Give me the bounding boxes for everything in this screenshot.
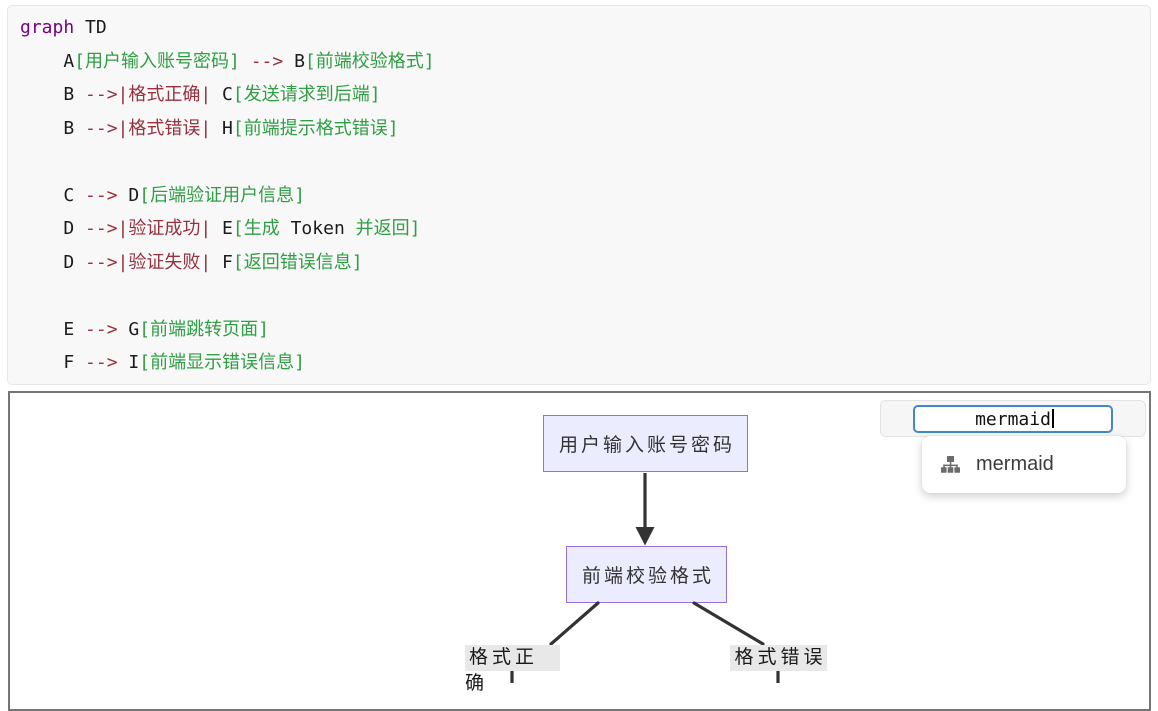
edge-label-format-ok: 格式正确 [465, 645, 560, 694]
flowchart-node-b: 前端校验格式 [566, 546, 727, 603]
language-suggestion-dropdown: mermaid [922, 436, 1126, 493]
language-input[interactable] [913, 405, 1113, 433]
code-line [20, 279, 1150, 313]
diagram-preview-content: 用户输入账号密码 前端校验格式 格式正确 格式错误 [10, 393, 1149, 709]
code-line: B -->|格式错误| H[前端提示格式错误] [20, 117, 399, 139]
code-line: graph TD [20, 17, 107, 38]
code-editor[interactable]: graph TD A[用户输入账号密码] --> B[前端校验格式] B -->… [7, 5, 1151, 385]
code-line [20, 145, 1150, 179]
code-line: A[用户输入账号密码] --> B[前端校验格式] [20, 50, 435, 72]
language-input-wrap [913, 405, 1113, 433]
code-editor-content: graph TD A[用户输入账号密码] --> B[前端校验格式] B -->… [8, 6, 1150, 380]
code-line: C --> D[后端验证用户信息] [20, 184, 305, 206]
suggestion-label: mermaid [976, 453, 1054, 475]
code-line: D -->|验证成功| E[生成 Token 并返回] [20, 218, 421, 239]
arrowhead-icon [635, 527, 655, 546]
sitemap-icon [941, 456, 960, 473]
code-line: F --> I[前端显示错误信息] [20, 352, 305, 373]
text-cursor [1052, 409, 1054, 428]
code-line: B -->|格式正确| C[发送请求到后端] [20, 84, 381, 105]
code-line: D -->|验证失败| F[返回错误信息] [20, 251, 363, 273]
edge-label-format-error: 格式错误 [730, 645, 827, 671]
flowchart-node-a: 用户输入账号密码 [543, 415, 748, 472]
code-line: E --> G[前端跳转页面] [20, 318, 269, 340]
diagram-preview-panel: 用户输入账号密码 前端校验格式 格式正确 格式错误 [8, 391, 1151, 711]
suggestion-item-mermaid[interactable]: mermaid [922, 436, 1126, 493]
